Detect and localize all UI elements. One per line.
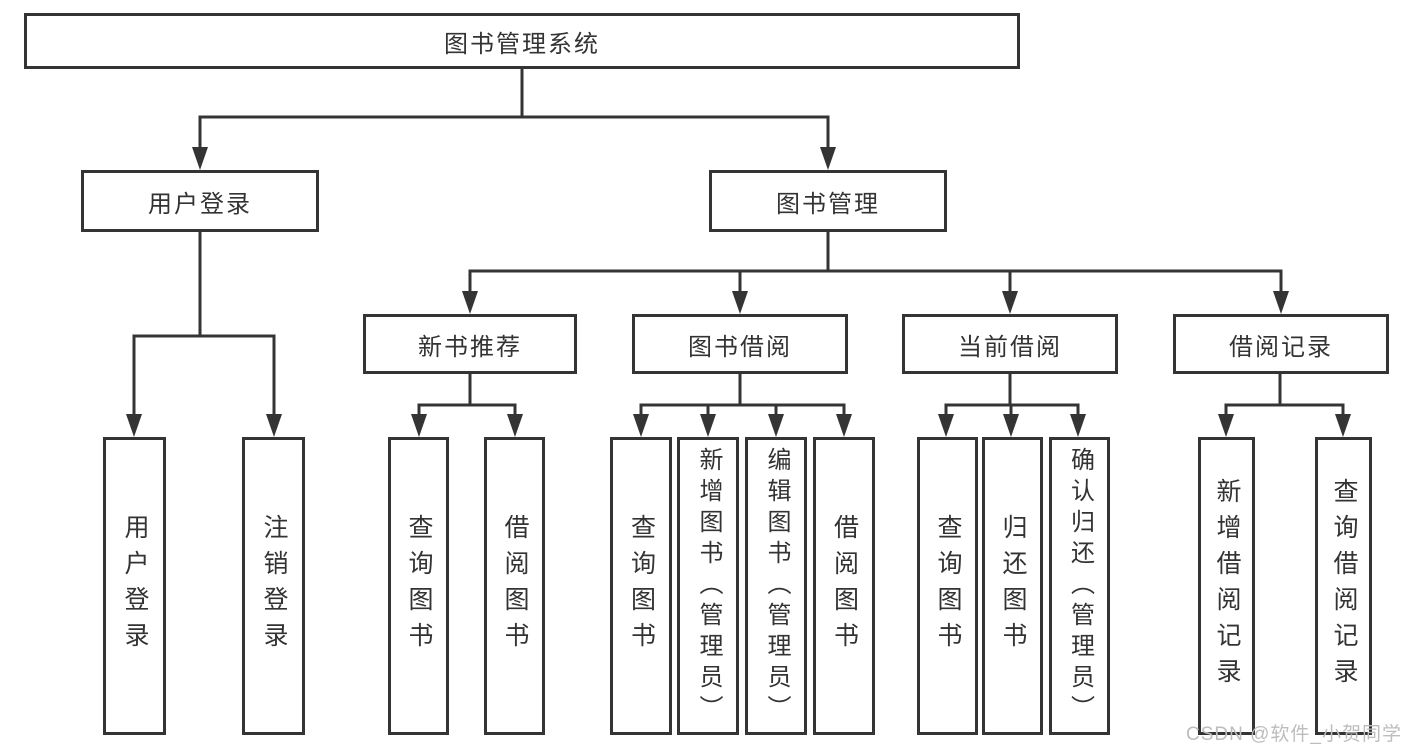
- leaf-borrow-borrow-books: 借阅图书: [813, 437, 875, 735]
- leaf-logout: 注销登录: [242, 437, 305, 735]
- connector-user-login-split: [126, 230, 282, 437]
- leaf-logout-label: 注销登录: [260, 514, 288, 658]
- connector-new-book-recommend-split: [411, 372, 523, 437]
- node-book-management-label: 图书管理: [776, 190, 880, 218]
- node-root: 图书管理系统: [24, 13, 1020, 69]
- node-book-borrow-label: 图书借阅: [688, 333, 792, 361]
- node-current-borrow: 当前借阅: [902, 314, 1118, 374]
- node-new-book-recommend-label: 新书推荐: [418, 333, 522, 361]
- leaf-user-login: 用户登录: [103, 437, 166, 735]
- leaf-return-books-label: 归还图书: [999, 514, 1027, 658]
- connector-current-borrow-split: [938, 372, 1086, 437]
- leaf-query-borrow-record-label: 查询借阅记录: [1330, 478, 1358, 694]
- node-borrow-records: 借阅记录: [1173, 314, 1389, 374]
- node-root-label: 图书管理系统: [444, 30, 600, 58]
- leaf-current-query-books: 查询图书: [917, 437, 978, 735]
- leaf-user-login-label: 用户登录: [121, 514, 149, 658]
- connector-borrow-records-split: [1218, 372, 1351, 437]
- node-book-management: 图书管理: [709, 170, 947, 232]
- leaf-add-book-admin-label: 新增图书（管理员）: [695, 446, 722, 726]
- node-borrow-records-label: 借阅记录: [1229, 333, 1333, 361]
- leaf-add-book-admin: 新增图书（管理员）: [677, 437, 739, 735]
- leaf-current-query-books-label: 查询图书: [934, 514, 962, 658]
- connector-root-split: [192, 67, 836, 170]
- leaf-recommend-query-books-label: 查询图书: [405, 514, 433, 658]
- node-current-borrow-label: 当前借阅: [958, 333, 1062, 361]
- leaf-add-borrow-record: 新增借阅记录: [1198, 437, 1255, 735]
- leaf-borrow-borrow-books-label: 借阅图书: [830, 514, 859, 658]
- leaf-recommend-query-books: 查询图书: [388, 437, 449, 735]
- connector-book-borrow-split: [633, 372, 852, 437]
- leaf-confirm-return-admin-label: 确认归还（管理员）: [1066, 446, 1094, 726]
- leaf-recommend-borrow-books-label: 借阅图书: [501, 514, 529, 658]
- leaf-return-books: 归还图书: [982, 437, 1043, 735]
- connector-book-management-split: [462, 230, 1289, 314]
- node-new-book-recommend: 新书推荐: [363, 314, 577, 374]
- leaf-confirm-return-admin: 确认归还（管理员）: [1049, 437, 1110, 735]
- leaf-borrow-query-books: 查询图书: [610, 437, 672, 735]
- leaf-query-borrow-record: 查询借阅记录: [1315, 437, 1372, 735]
- node-user-login-label: 用户登录: [148, 190, 252, 218]
- leaf-recommend-borrow-books: 借阅图书: [484, 437, 545, 735]
- leaf-edit-book-admin-label: 编辑图书（管理员）: [763, 446, 790, 726]
- leaf-edit-book-admin: 编辑图书（管理员）: [745, 437, 807, 735]
- watermark: CSDN @软件_小贺同学: [1186, 724, 1402, 745]
- leaf-add-borrow-record-label: 新增借阅记录: [1213, 478, 1241, 694]
- node-book-borrow: 图书借阅: [632, 314, 848, 374]
- leaf-borrow-query-books-label: 查询图书: [627, 514, 656, 658]
- node-user-login: 用户登录: [81, 170, 319, 232]
